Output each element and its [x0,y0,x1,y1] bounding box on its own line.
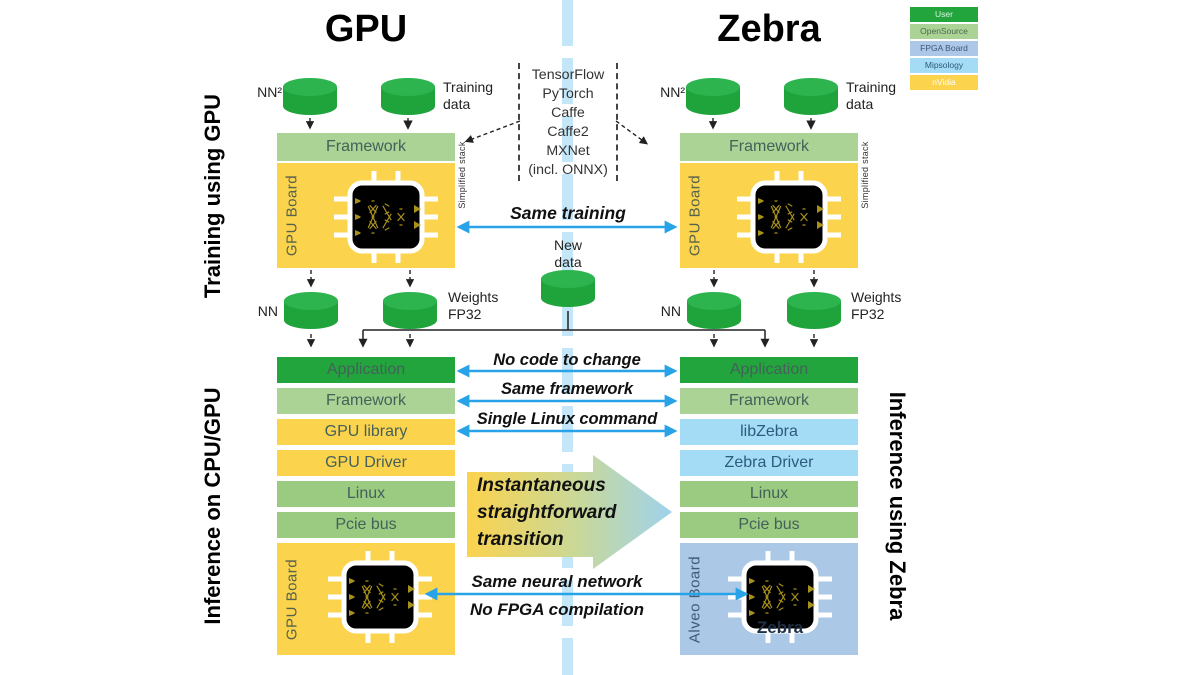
stack-row-application: Application [277,357,455,383]
legend-item-opensource: OpenSource [910,24,978,39]
gpu-board-label: GPU Board [283,174,301,257]
training-data-label: Training data [846,79,897,112]
legend-item-nvidia: nVidia [910,75,978,90]
legend-label: OpenSource [920,26,968,36]
nn-label: NN [660,303,681,319]
no-code-to-change-label: No code to change [493,351,641,369]
no-fpga-compilation-label: No FPGA compilation [469,600,645,619]
gpu-chip-neural-net-graphic [737,171,841,263]
stack-row-pcie-bus: Pcie bus [680,512,858,538]
stack-row-linux: Linux [277,481,455,507]
legend-item-mipsology: Mipsology [910,58,978,73]
gpu-board-label: GPU Board [283,558,301,641]
stack-row-application: Application [680,357,858,383]
transition-label: Instantaneous straightforward transition [477,475,617,550]
database-cylinder-icon [686,78,740,115]
center-divider-stripe [562,0,573,675]
weights-fp32-label: Weights FP32 [448,289,499,322]
database-cylinder-icon [687,292,741,329]
same-training-label: Same training [510,203,626,223]
stack-row-zebra-driver: Zebra Driver [680,450,858,476]
database-cylinder-icon [383,292,437,329]
nn2-label: NN² [660,84,685,100]
stack-row-framework: Framework [680,388,858,414]
gpu-chip-neural-net-graphic [334,171,438,263]
single-linux-command-label: Single Linux command [476,410,658,428]
same-neural-network-label: Same neural network [471,572,643,591]
database-cylinder-icon [284,292,338,329]
title-zebra: Zebra [717,8,821,50]
stack-row-gpu-library: GPU library [277,419,455,445]
database-cylinder-icon [283,78,337,115]
legend-label: User [935,9,953,19]
legend-label: nVidia [932,77,956,87]
legend: User OpenSource FPGA Board Mipsology nVi… [910,7,978,90]
stack-row-framework: Framework [277,388,455,414]
stack-row-pcie-bus: Pcie bus [277,512,455,538]
legend-item-user: User [910,7,978,22]
framework-box: Framework [277,133,455,161]
transition-arrow-graphic [467,455,672,569]
title-gpu: GPU [324,8,408,50]
section-label-inference-zebra: Inference using Zebra [885,391,910,621]
database-cylinder-icon [541,270,595,307]
gpu-board-label: GPU Board [686,174,704,257]
section-label-training-gpu: Training using GPU [200,93,225,299]
legend-label: Mipsology [924,60,964,70]
same-framework-label: Same framework [500,380,634,398]
database-cylinder-icon [381,78,435,115]
legend-label: FPGA Board [920,43,968,53]
new-data-label: New data [553,237,582,270]
frameworks-list-box: TensorFlow PyTorch Caffe Caffe2 MXNet (i… [518,63,618,181]
stack-row-libzebra: libZebra [680,419,858,445]
gpu-chip-neural-net-graphic [328,551,432,643]
database-cylinder-icon [787,292,841,329]
nn-label: NN [257,303,278,319]
stack-row-linux: Linux [680,481,858,507]
training-data-label: Training data [443,79,494,112]
stack-row-gpu-driver: GPU Driver [277,450,455,476]
weights-fp32-label: Weights FP32 [851,289,902,322]
database-cylinder-icon [784,78,838,115]
alveo-board-label: Alveo Board [686,555,704,644]
legend-item-fpga-board: FPGA Board [910,41,978,56]
framework-box: Framework [680,133,858,161]
section-label-inference-cpu-gpu: Inference on CPU/GPU [200,387,225,625]
simplified-stack-label: Simplified stack [860,141,870,209]
nn2-label: NN² [257,84,282,100]
zebra-chip-label: Zebra [756,618,804,637]
